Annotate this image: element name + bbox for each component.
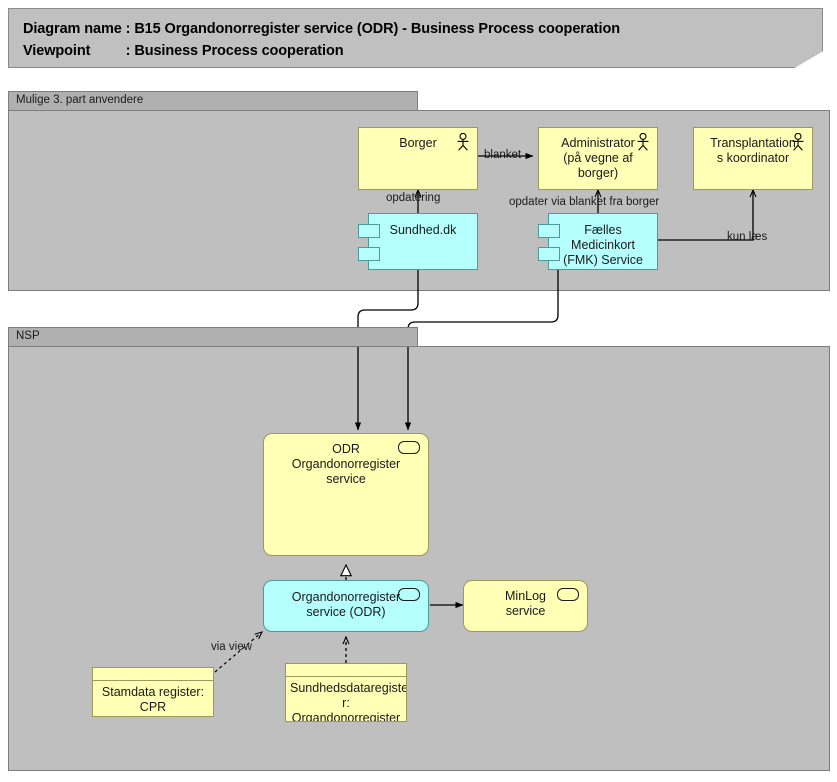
- application-service-icon: [557, 588, 579, 601]
- component-tab-icon: [358, 224, 380, 238]
- node-minlog-service[interactable]: MinLog service: [463, 580, 588, 632]
- node-sundhed-dk[interactable]: Sundhed.dk: [358, 213, 478, 270]
- business-actor-icon: [792, 133, 804, 151]
- node-sundhedsdataregister-organdonorregister-label: Sundhedsdataregiste r: Organdonorregiste…: [290, 681, 407, 722]
- application-service-icon: [398, 588, 420, 601]
- group-third-party-label: Mulige 3. part anvendere: [16, 94, 144, 106]
- node-fmk-service-label: Fælles Medicinkort (FMK) Service: [563, 223, 643, 267]
- edge-label-opdater-via-blanket: opdater via blanket fra borger: [509, 196, 660, 208]
- node-transplantationskoordinator-label: Transplantation s koordinator: [710, 136, 796, 165]
- diagram-name-line: Diagram name : B15 Organdonorregister se…: [23, 21, 620, 37]
- node-minlog-service-label: MinLog service: [505, 589, 546, 618]
- node-organdonorregister-service-odr[interactable]: Organdonorregister service (ODR): [263, 580, 429, 632]
- group-nsp-label: NSP: [16, 330, 40, 342]
- edge-label-via-view: via view: [211, 641, 252, 653]
- node-borger[interactable]: Borger: [358, 127, 478, 190]
- node-sundhed-dk-label: Sundhed.dk: [389, 223, 457, 237]
- node-odr-organdonorregister-service-label: ODR Organdonorregister service: [291, 442, 401, 486]
- application-service-icon: [398, 441, 420, 454]
- node-stamdata-register-cpr[interactable]: Stamdata register: CPR: [92, 667, 214, 717]
- edge-label-kun-laes: kun læs: [727, 231, 768, 243]
- edge-label-opdatering: opdatering: [386, 192, 441, 204]
- diagram-title-box: Diagram name : B15 Organdonorregister se…: [8, 8, 823, 68]
- viewpoint-line: Viewpoint : Business Process cooperation: [23, 43, 344, 59]
- data-object-header-strip: [286, 664, 406, 677]
- node-borger-label: Borger: [399, 136, 437, 150]
- node-administrator-label: Administrator (på vegne af borger): [561, 136, 635, 180]
- node-transplantationskoordinator[interactable]: Transplantation s koordinator: [693, 127, 813, 190]
- component-tab-icon: [358, 247, 380, 261]
- node-administrator[interactable]: Administrator (på vegne af borger): [538, 127, 658, 190]
- group-third-party-tab[interactable]: Mulige 3. part anvendere: [8, 91, 418, 111]
- component-tab-icon: [538, 247, 560, 261]
- edge-label-blanket: blanket: [484, 149, 522, 161]
- node-fmk-service[interactable]: Fælles Medicinkort (FMK) Service: [538, 213, 658, 270]
- business-actor-icon: [637, 133, 649, 151]
- node-odr-organdonorregister-service[interactable]: ODR Organdonorregister service: [263, 433, 429, 556]
- group-nsp-tab[interactable]: NSP: [8, 327, 418, 347]
- node-organdonorregister-service-odr-label: Organdonorregister service (ODR): [291, 590, 401, 619]
- data-object-header-strip: [93, 668, 213, 681]
- node-sundhedsdataregister-organdonorregister[interactable]: Sundhedsdataregiste r: Organdonorregiste…: [285, 663, 407, 722]
- component-tab-icon: [538, 224, 560, 238]
- node-stamdata-register-cpr-label: Stamdata register: CPR: [101, 685, 205, 714]
- business-actor-icon: [457, 133, 469, 151]
